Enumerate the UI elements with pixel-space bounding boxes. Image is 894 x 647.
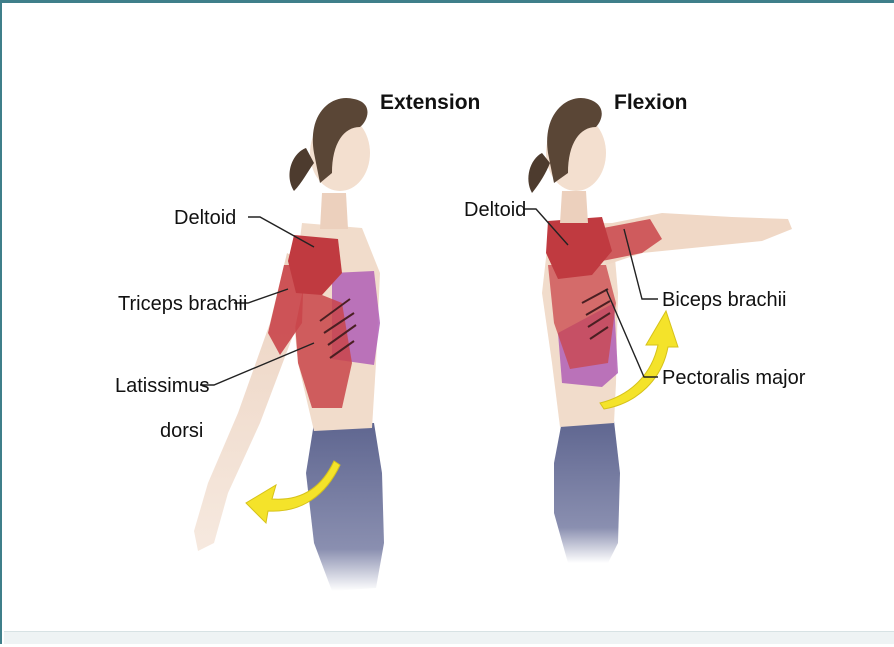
- flexion-title: Flexion: [614, 91, 688, 114]
- extension-title: Extension: [380, 91, 480, 114]
- label-triceps-brachii: Triceps brachii: [118, 293, 247, 315]
- label-biceps-brachii: Biceps brachii: [662, 289, 787, 311]
- label-flexion-deltoid: Deltoid: [464, 199, 526, 221]
- label-pectoralis-major: Pectoralis major: [662, 367, 806, 389]
- flexion-neck: [560, 191, 588, 223]
- label-dorsi: dorsi: [160, 420, 203, 442]
- flexion-ponytail: [528, 153, 550, 193]
- extension-neck: [320, 193, 348, 229]
- extension-figure: [194, 98, 384, 591]
- figure-canvas: Extension Flexion Deltoid Triceps brachi…: [2, 3, 894, 647]
- bottom-strip: [4, 631, 894, 644]
- extension-pants: [306, 423, 384, 591]
- flexion-pants: [554, 421, 620, 563]
- flexion-figure: [528, 98, 792, 563]
- label-extension-deltoid: Deltoid: [174, 207, 236, 229]
- label-latissimus: Latissimus: [115, 375, 209, 397]
